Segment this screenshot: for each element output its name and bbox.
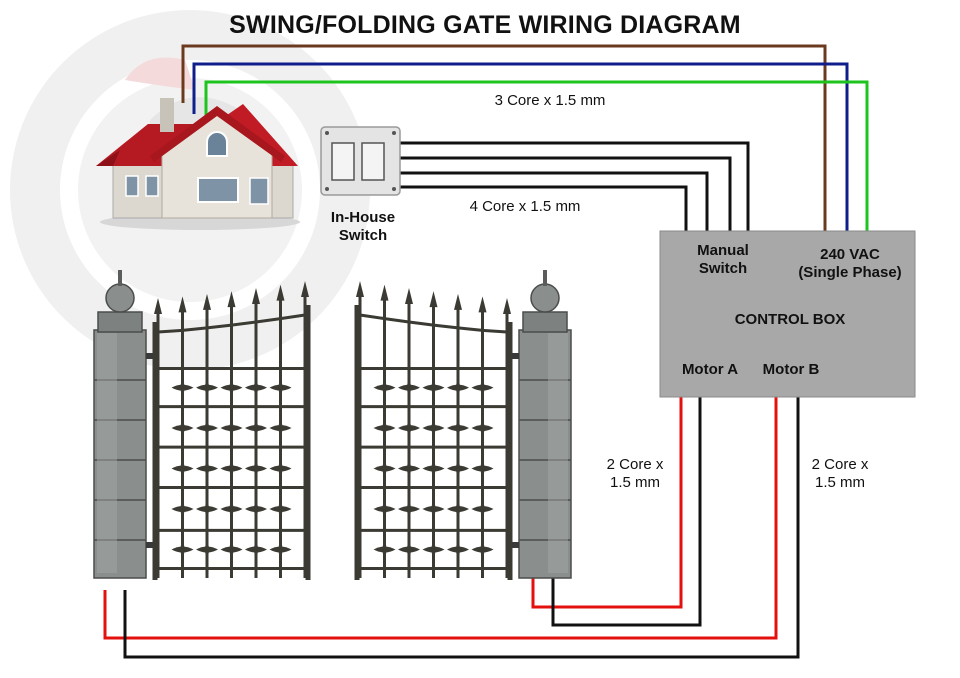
switch-wires [398,141,750,232]
switch-wire-2 [398,156,732,232]
wall-switch-icon[interactable] [320,126,401,196]
motor-a-cable-line1: 2 Core x [606,456,664,473]
switch-label-line1: In-House [330,209,396,226]
motor-b-cable-line1: 2 Core x [811,456,869,473]
power-terminal-label: 240 VAC (Single Phase) [785,246,915,282]
switch-wire-1 [398,141,750,232]
switch-rocker-left[interactable] [331,142,355,181]
switch-rocker-right[interactable] [361,142,385,181]
manual-switch-line1: Manual [697,242,749,259]
power-line2: (Single Phase) [798,264,902,281]
gate-leaf-icon [152,281,311,580]
motor-b-wire-red [103,396,778,640]
in-house-switch-label: In-House Switch [318,209,408,245]
power-wires [181,44,869,232]
motor-a-terminal-label: Motor A [681,361,739,378]
motor-a-wires [531,396,702,627]
house-icon [96,98,300,230]
gate-pillar-icon [509,270,572,579]
wire-brown [181,44,827,232]
control-box-title: CONTROL BOX [734,311,846,328]
motor-b-wires [103,396,800,659]
manual-switch-terminal-label: Manual Switch [680,242,766,278]
wire-green [204,80,869,232]
switch-wire-3 [398,171,709,232]
power-cable-label: 3 Core x 1.5 mm [494,92,606,109]
motor-a-cable-line2: 1.5 mm [609,474,660,491]
manual-switch-line2: Switch [698,260,748,277]
power-line1: 240 VAC [820,246,880,263]
motor-b-cable-label: 2 Core x 1.5 mm [795,456,885,492]
gate-pillar-icon [93,270,156,579]
diagram-title: SWING/FOLDING GATE WIRING DIAGRAM [229,11,741,39]
gate-leaf-icon [354,281,513,580]
motor-b-wire-black [123,396,800,659]
motor-b-terminal-label: Motor B [762,361,820,378]
switch-label-line2: Switch [338,227,388,244]
switch-cable-label: 4 Core x 1.5 mm [469,198,581,215]
control-box [659,230,916,398]
motor-a-cable-label: 2 Core x 1.5 mm [590,456,680,492]
motor-a-wire-red [531,396,683,609]
motor-b-cable-line2: 1.5 mm [814,474,865,491]
wire-blue [192,62,849,232]
motor-a-wire-black [551,396,702,627]
switch-wire-4 [398,185,688,232]
